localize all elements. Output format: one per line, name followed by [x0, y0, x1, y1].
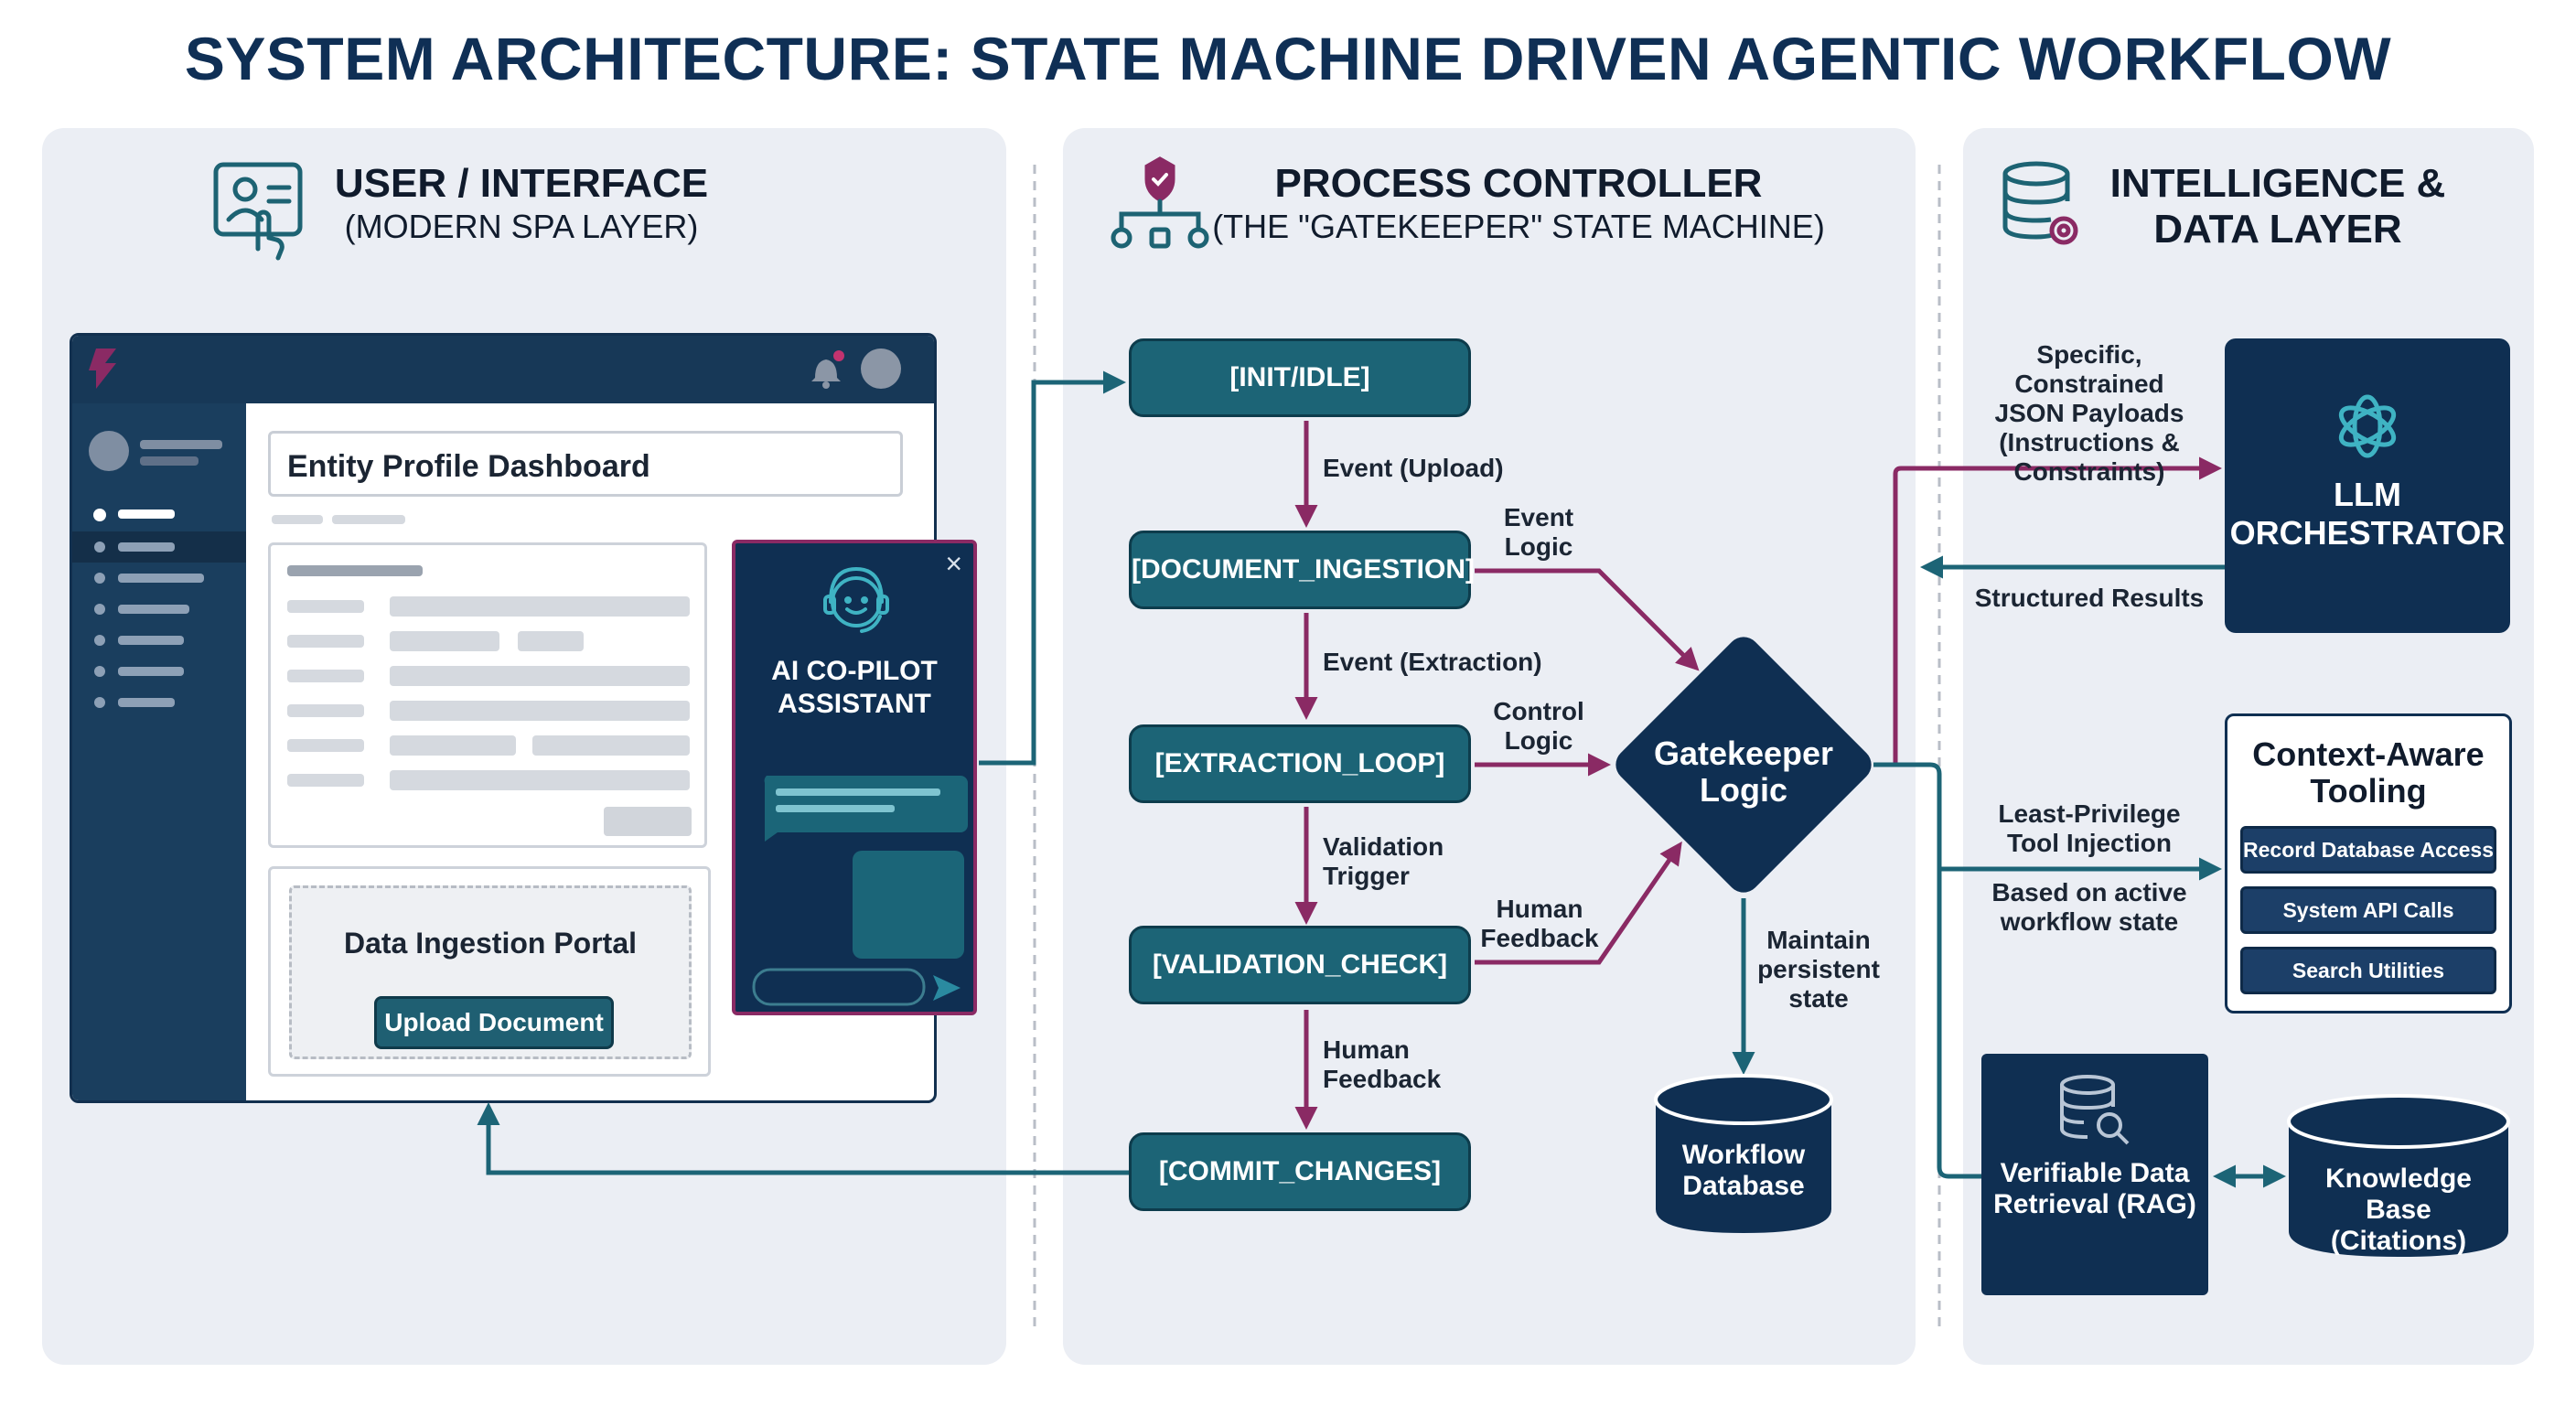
sidebar-avatar: [89, 431, 129, 471]
tool-system-api-calls: System API Calls: [2240, 886, 2496, 934]
app-sidebar: [72, 403, 246, 1100]
app-top-bar: [72, 336, 934, 403]
header-title: USER / INTERFACE: [334, 161, 709, 206]
breadcrumb-placeholder: [272, 515, 323, 524]
header-subtitle: (THE "GATEKEEPER" STATE MACHINE): [1212, 208, 1825, 245]
avatar: [861, 349, 901, 389]
portal-label: Data Ingestion Portal: [343, 927, 638, 960]
knowledge-base-cylinder: [2287, 1094, 2510, 1257]
chat-input: [752, 968, 926, 1006]
openai-knot-icon: [2338, 394, 2397, 458]
header-user-interface: USER / INTERFACE (MODERN SPA LAYER): [302, 161, 741, 247]
database-search-icon: [2060, 1075, 2130, 1145]
state-commit-changes: [COMMIT_CHANGES]: [1129, 1132, 1471, 1211]
state-init-idle: [INIT/IDLE]: [1129, 338, 1471, 417]
knowledge-base-label: Knowledge Base(Citations): [2324, 1164, 2472, 1256]
label-structured-results: Structured Results: [1974, 584, 2205, 612]
tool-search-utilities: Search Utilities: [2240, 947, 2496, 994]
close-icon[interactable]: ×: [945, 547, 962, 580]
workflow-database-cylinder: [1654, 1074, 1833, 1233]
header-title: PROCESS CONTROLLER: [1274, 161, 1763, 206]
state-extraction-loop: [EXTRACTION_LOOP]: [1129, 724, 1471, 803]
page-title: SYSTEM ARCHITECTURE: STATE MACHINE DRIVE…: [184, 25, 2392, 92]
breadcrumb-placeholder: [332, 515, 405, 524]
data-ingestion-portal: Data Ingestion Portal Upload Document: [268, 866, 711, 1077]
notification-dot-icon: [833, 350, 844, 361]
copilot-title: AI CO-PILOT ASSISTANT: [771, 656, 938, 719]
upload-document-button[interactable]: Upload Document: [374, 996, 614, 1049]
header-intelligence-data: INTELLIGENCE & DATA LAYER: [2095, 161, 2461, 252]
label-event-upload: Event (Upload): [1323, 454, 1504, 482]
profile-details-card: [268, 542, 707, 848]
app-logo-icon: [89, 349, 116, 389]
assistant-headset-icon: [823, 566, 889, 633]
user-profile-touch-icon: [213, 162, 303, 261]
state-document-ingestion: [DOCUMENT_INGESTION]: [1129, 531, 1475, 609]
card-action-placeholder[interactable]: [604, 807, 692, 836]
label-event-extraction: Event (Extraction): [1323, 648, 1542, 676]
drop-zone[interactable]: Data Ingestion Portal Upload Document: [289, 885, 692, 1059]
sidebar-item: [93, 509, 106, 521]
tool-record-database-access: Record Database Access: [2240, 826, 2496, 874]
header-subtitle: (MODERN SPA LAYER): [344, 208, 699, 245]
gatekeeper-diamond: [1615, 637, 1872, 893]
ai-copilot-panel: × AI CO-PILOT ASSISTANT: [732, 540, 977, 1015]
header-title-line2: DATA LAYER: [2153, 207, 2402, 252]
entity-profile-title: Entity Profile Dashboard: [268, 431, 903, 497]
database-gear-icon: [2002, 161, 2078, 245]
bell-icon: [811, 359, 841, 389]
header-process-controller: PROCESS CONTROLLER (THE "GATEKEEPER" STA…: [1208, 161, 1830, 247]
chat-bubble-user: [853, 851, 964, 959]
org-chart-check-icon: [1111, 156, 1209, 249]
send-icon: [933, 975, 961, 1001]
header-title-line1: INTELLIGENCE &: [2109, 161, 2446, 206]
state-validation-check: [VALIDATION_CHECK]: [1129, 926, 1471, 1004]
